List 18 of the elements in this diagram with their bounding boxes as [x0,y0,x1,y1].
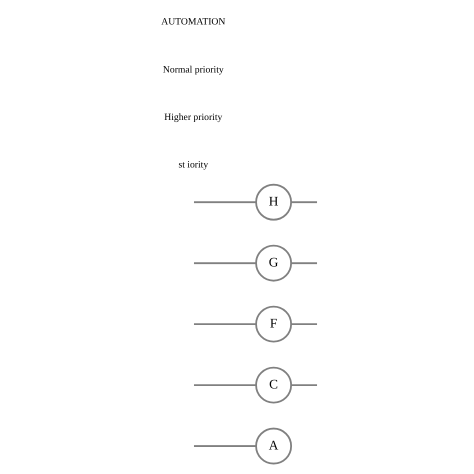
node-circle: F [255,305,292,342]
node-circle: C [255,366,292,404]
connector [291,200,318,203]
node-circle: H [255,183,292,220]
label: st iority [178,159,208,170]
connector [194,262,256,264]
connector [291,262,318,264]
connector [194,322,256,325]
connector [291,322,318,325]
node-circle: A [255,427,292,464]
label: Normal priority [162,64,224,75]
connector [194,444,256,446]
connector [194,200,256,203]
label: AUTOMATION [161,16,226,28]
connector [291,384,318,386]
node-circle: G [255,244,292,282]
label: Higher priority [164,111,222,122]
connector [194,384,256,386]
